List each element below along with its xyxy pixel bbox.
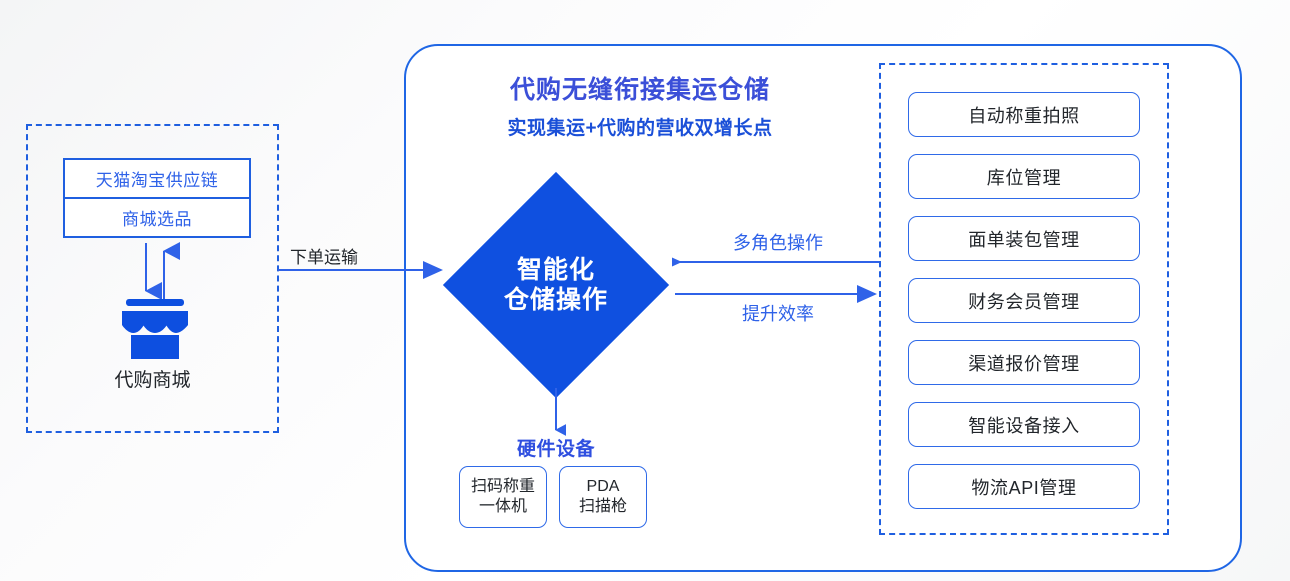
feature-item-location-management[interactable]: 库位管理	[908, 154, 1140, 199]
hardware-device-list: 扫码称重 一体机 PDA 扫描枪	[459, 466, 647, 528]
hardware-box-line-1: PDA	[586, 477, 620, 495]
hardware-section-title: 硬件设备	[516, 439, 595, 460]
central-diamond-node: 智能化 仓储操作	[442, 171, 670, 399]
feature-item-auto-weigh-photo[interactable]: 自动称重拍照	[908, 92, 1140, 137]
supply-box-mall-selection: 商城选品	[63, 197, 251, 238]
feature-item-label: 智能设备接入	[968, 415, 1080, 436]
order-transport-label: 下单运输	[290, 248, 358, 267]
hardware-box-line-1: 扫码称重	[470, 477, 535, 495]
supply-box-tmall-taobao: 天猫淘宝供应链	[63, 158, 251, 199]
feature-item-label: 自动称重拍照	[968, 105, 1080, 126]
supply-box-label: 商城选品	[122, 210, 192, 229]
feature-item-label: 渠道报价管理	[968, 353, 1080, 374]
hardware-down-arrow-svg	[555, 388, 572, 439]
feature-item-channel-quotation[interactable]: 渠道报价管理	[908, 340, 1140, 385]
middle-arrows-svg	[662, 253, 881, 303]
supply-box-label: 天猫淘宝供应链	[95, 171, 219, 190]
bidirectional-arrow-svg	[145, 242, 180, 300]
order-transport-arrow-svg	[278, 261, 443, 279]
feature-item-smart-device-access[interactable]: 智能设备接入	[908, 402, 1140, 447]
middle-bidirectional-arrows	[662, 228, 884, 338]
page-title: 代购无缝衔接集运仓储	[509, 76, 770, 104]
left-source-group	[26, 124, 279, 433]
feature-item-label: 财务会员管理	[968, 291, 1080, 312]
feature-item-label: 物流API管理	[971, 477, 1077, 498]
feature-item-logistics-api[interactable]: 物流API管理	[908, 464, 1140, 509]
storefront-icon	[118, 299, 192, 361]
multi-role-operation-label: 多角色操作	[733, 233, 823, 253]
feature-item-finance-member[interactable]: 财务会员管理	[908, 278, 1140, 323]
order-transport-arrow	[278, 248, 450, 284]
diamond-text: 智能化 仓储操作	[444, 173, 668, 397]
bidirectional-arrows	[120, 241, 190, 303]
hardware-box-line-2: 扫描枪	[578, 498, 627, 515]
storefront-icon-svg	[122, 299, 188, 359]
feature-item-label: 面单装包管理	[968, 229, 1080, 250]
hardware-box-scale-scanner: 扫码称重 一体机	[459, 466, 547, 528]
diamond-line-2: 仓储操作	[503, 286, 608, 314]
hardware-down-arrow	[546, 388, 572, 440]
feature-item-waybill-packing[interactable]: 面单装包管理	[908, 216, 1140, 261]
supply-chain-stack: 天猫淘宝供应链 商城选品	[63, 158, 251, 238]
efficiency-label: 提升效率	[742, 304, 814, 324]
feature-list: 自动称重拍照 库位管理 面单装包管理 财务会员管理 渠道报价管理 智能设备接入 …	[908, 92, 1140, 526]
page-subtitle: 实现集运+代购的营收双增长点	[507, 118, 773, 139]
shop-label: 代购商城	[114, 370, 191, 391]
hardware-box-line-2: 一体机	[478, 498, 527, 515]
feature-item-label: 库位管理	[986, 167, 1062, 188]
feature-group-frame	[879, 63, 1169, 535]
hardware-box-pda-scanner: PDA 扫描枪	[559, 466, 647, 528]
diamond-line-1: 智能化	[516, 255, 595, 284]
